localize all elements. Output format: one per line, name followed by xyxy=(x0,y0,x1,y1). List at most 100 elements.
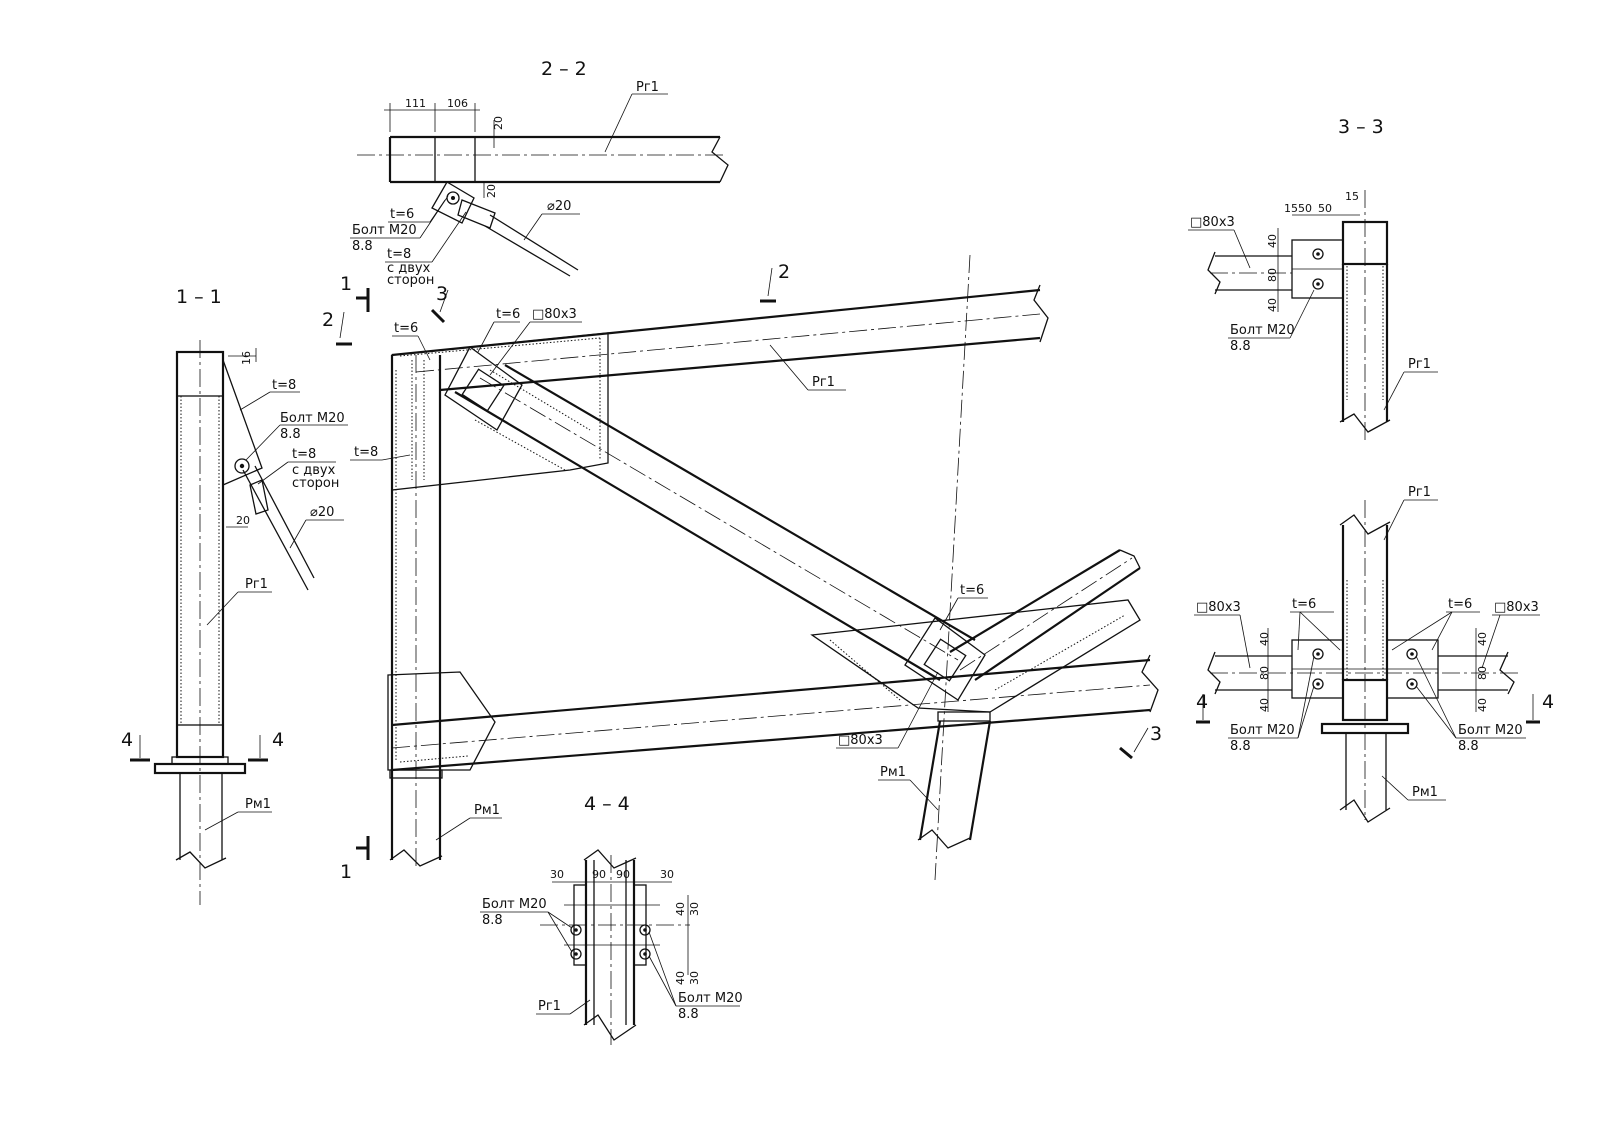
section-2-2-title: 2 – 2 xyxy=(541,58,587,80)
bolt-icon xyxy=(570,924,582,936)
section-4-4: 4 – 4 30 90 90 30 40 30 40 30 Болт xyxy=(480,793,743,1045)
section-2-2: 2 – 2 111 106 20 20 t=6 Болт М20 8.8 t xyxy=(350,58,729,288)
dim-30-right: 30 xyxy=(660,868,674,881)
label-rod: ⌀20 xyxy=(310,505,334,520)
cut-mark-3-top: 3 xyxy=(436,283,448,305)
bolt-icon xyxy=(1406,648,1418,660)
gusset-plate xyxy=(222,359,263,486)
cut-mark-2-right: 2 xyxy=(778,261,790,283)
dim-40-l-bottom: 40 xyxy=(1258,698,1271,712)
label-rg1-upper: Рг1 xyxy=(1408,357,1431,372)
label-t8: t=8 xyxy=(272,378,296,393)
dim-40-r-top: 40 xyxy=(1476,632,1489,646)
section-1-1: 1 – 1 4 4 16 t=8 xyxy=(121,286,348,905)
dim-20-top: 20 xyxy=(492,116,505,130)
label-grade: 8.8 xyxy=(352,239,373,254)
label-bolt-lower-left: Болт М20 xyxy=(1230,723,1295,738)
label-bolt-upper: Болт М20 xyxy=(1230,323,1295,338)
label-grade-lower-left: 8.8 xyxy=(1230,739,1251,754)
dim-30-left: 30 xyxy=(550,868,564,881)
tube-bottom xyxy=(1341,678,1389,722)
label-rod: ⌀20 xyxy=(547,199,571,214)
section-1-1-title: 1 – 1 xyxy=(176,286,222,308)
dim-80-l: 80 xyxy=(1258,666,1271,680)
label-grade-right: 8.8 xyxy=(678,1007,699,1022)
dim-40-bottom: 40 xyxy=(674,971,687,985)
label-rg1: Рг1 xyxy=(245,577,268,592)
cut-mark-3-bottom: 3 xyxy=(1150,723,1162,745)
label-rm1-lower: Рм1 xyxy=(1412,785,1438,800)
cut-mark-4-right-r: 4 xyxy=(1542,691,1554,713)
dim-16: 16 xyxy=(240,351,253,365)
dim-111: 111 xyxy=(405,97,426,110)
label-t6-lower-right: t=6 xyxy=(1448,597,1472,612)
dim-50-a: 50 xyxy=(1298,202,1312,215)
bolt-icon xyxy=(1312,248,1324,260)
label-bolt-lower-right: Болт М20 xyxy=(1458,723,1523,738)
cut-mark-1-bottom: 1 xyxy=(340,861,352,883)
cut-mark-4-right: 4 xyxy=(272,729,284,751)
label-tube-lower-right: □80х3 xyxy=(1494,600,1539,615)
label-grade-upper: 8.8 xyxy=(1230,339,1251,354)
bottom-right-gusset xyxy=(810,599,1141,713)
connection-plate xyxy=(431,181,475,224)
diagonal-brace xyxy=(454,391,941,681)
bottom-left-haunch xyxy=(387,671,496,771)
dim-40-l-top: 40 xyxy=(1258,632,1271,646)
dim-80-up: 80 xyxy=(1266,268,1279,282)
label-both-sides-1: с двух xyxy=(292,463,336,478)
dim-15-b: 15 xyxy=(1345,190,1359,203)
label-bolt-left: Болт М20 xyxy=(482,897,547,912)
label-tube-lower-left: □80х3 xyxy=(1196,600,1241,615)
label-t6: t=6 xyxy=(390,207,414,222)
bolt-icon xyxy=(1406,678,1418,690)
label-grade-left: 8.8 xyxy=(482,913,503,928)
cut-mark-4-left-r: 4 xyxy=(1196,691,1208,713)
label-tube-top: □80х3 xyxy=(532,307,577,322)
label-both-sides-2: сторон xyxy=(292,476,339,491)
label-bolt-right: Болт М20 xyxy=(678,991,743,1006)
label-bolt: Болт М20 xyxy=(352,223,417,238)
label-t6-left: t=6 xyxy=(394,321,418,336)
dim-90-right: 90 xyxy=(616,868,630,881)
bottom-node-plate xyxy=(904,617,986,701)
label-rg1-main: Рг1 xyxy=(812,375,835,390)
label-grade-lower-right: 8.8 xyxy=(1458,739,1479,754)
bottom-chord xyxy=(391,658,1151,727)
label-t6-bottom: t=6 xyxy=(960,583,984,598)
section-4-4-title: 4 – 4 xyxy=(584,793,630,815)
dim-40-top: 40 xyxy=(674,902,687,916)
label-t6-lower-left: t=6 xyxy=(1292,597,1316,612)
dim-20-bottom: 20 xyxy=(485,184,498,198)
dim-15-a: 15 xyxy=(1284,202,1298,215)
label-rm1: Рм1 xyxy=(245,797,271,812)
dim-40-up-top: 40 xyxy=(1266,234,1279,248)
cut-mark-2-left: 2 xyxy=(322,309,334,331)
main-frame-view: 1 1 2 2 3 3 xyxy=(322,254,1162,883)
label-bolt: Болт М20 xyxy=(280,411,345,426)
dim-90-left: 90 xyxy=(592,868,606,881)
bolt-icon xyxy=(234,458,250,474)
section-3-3-title: 3 – 3 xyxy=(1338,116,1384,138)
dim-30-bottom: 30 xyxy=(688,971,701,985)
label-both-sides-2: сторон xyxy=(387,273,434,288)
top-node-plate xyxy=(444,346,523,431)
label-both-sides-1: с двух xyxy=(387,261,431,276)
bolt-icon xyxy=(1312,648,1324,660)
label-t6-top: t=6 xyxy=(496,307,520,322)
top-gusset xyxy=(391,332,609,491)
dim-106: 106 xyxy=(447,97,468,110)
bolt-icon xyxy=(1312,678,1324,690)
bolt-icon xyxy=(1312,278,1324,290)
label-rg1: Рг1 xyxy=(538,999,561,1014)
dim-50-b: 50 xyxy=(1318,202,1332,215)
tie-rod xyxy=(242,469,309,591)
section-3-3: 3 – 3 15 50 50 15 40 80 40 □80х3 Болт М2… xyxy=(1188,116,1554,823)
dim-40-r-bottom: 40 xyxy=(1476,698,1489,712)
label-rg1: Рг1 xyxy=(636,80,659,95)
bolt-icon xyxy=(639,948,651,960)
label-grade: 8.8 xyxy=(280,427,301,442)
label-tube-bottom: □80х3 xyxy=(838,733,883,748)
tie-rod xyxy=(489,214,579,271)
